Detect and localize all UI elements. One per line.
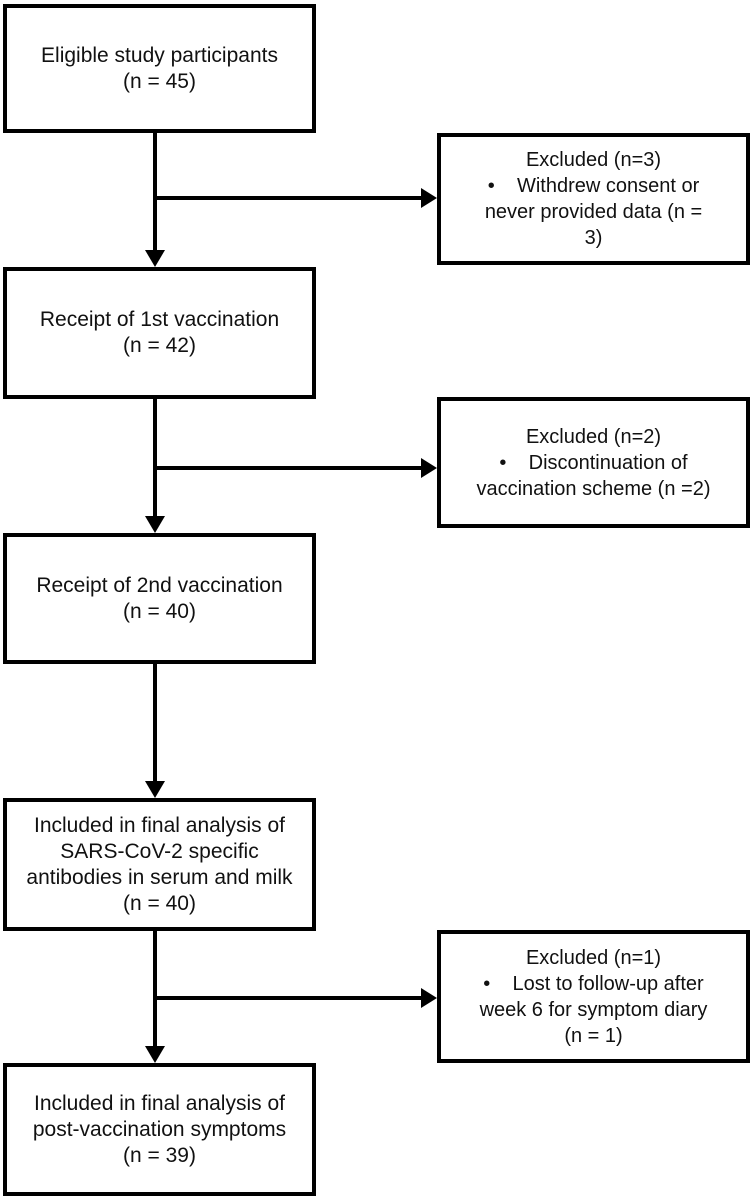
connector-vertical-4 [153,931,157,1048]
text-line: Excluded (n=3) [525,149,662,171]
text-line: • Discontinuation of [499,451,688,474]
arrow-down-icon-3 [145,781,165,798]
text-line: • Lost to follow-up after [483,972,704,995]
connector-horizontal-2 [155,466,425,470]
text-line: Included in final analysis of [34,1091,285,1115]
text-line: Receipt of 1st vaccination [39,308,280,331]
text-line: (n = 39) [123,1143,196,1167]
connector-horizontal-1 [155,196,425,200]
arrow-down-icon-4 [145,1046,165,1063]
text-line: never provided data (n = [484,201,703,223]
flow-box-excluded-1: Excluded (n=3) • Withdrew consent or never… [437,133,750,265]
text-line: 3) [584,227,603,249]
arrow-down-icon-1 [145,250,165,267]
text-line: antibodies in serum and milk [26,865,293,889]
text-line: Included in final analysis of [34,813,285,837]
text-line: week 6 for symptom diary [479,998,708,1021]
text-line: (n = 40) [123,891,196,915]
text-line: • Withdrew consent or [487,175,700,197]
connector-horizontal-3 [155,996,425,1000]
arrow-down-icon-2 [145,516,165,533]
flow-box-excluded-3: Excluded (n=1) • Lost to follow-up after w… [437,930,750,1063]
arrow-right-icon-1 [421,188,437,208]
connector-vertical-3 [153,664,157,783]
flow-box-excluded-2: Excluded (n=2) • Discontinuation of vaccin… [437,397,750,528]
text-line: Receipt of 2nd vaccination [36,573,283,597]
text-line: (n = 40) [123,599,196,623]
text-line: post-vaccination symptoms [32,1117,287,1141]
connector-vertical-2 [153,399,157,518]
text-line: Excluded (n=2) [525,425,662,448]
text-line: (n = 42) [123,334,196,357]
flow-box-second-vaccination: Receipt of 2nd vaccination(n = 40) [3,533,316,664]
text-line: SARS-CoV-2 specific [60,839,259,863]
flow-box-first-vaccination: Receipt of 1st vaccination (n = 42) [3,267,316,399]
text-line: vaccination scheme (n =2) [476,477,711,500]
text-line: Eligible study participants [41,43,278,67]
arrow-right-icon-2 [421,458,437,478]
text-line: Excluded (n=1) [525,946,662,969]
arrow-right-icon-3 [421,988,437,1008]
flow-box-eligible-participants: Eligible study participants(n = 45) [3,4,316,133]
text-line: (n = 45) [123,69,196,93]
text-line: (n = 1) [564,1024,623,1047]
connector-vertical-1 [153,133,157,252]
